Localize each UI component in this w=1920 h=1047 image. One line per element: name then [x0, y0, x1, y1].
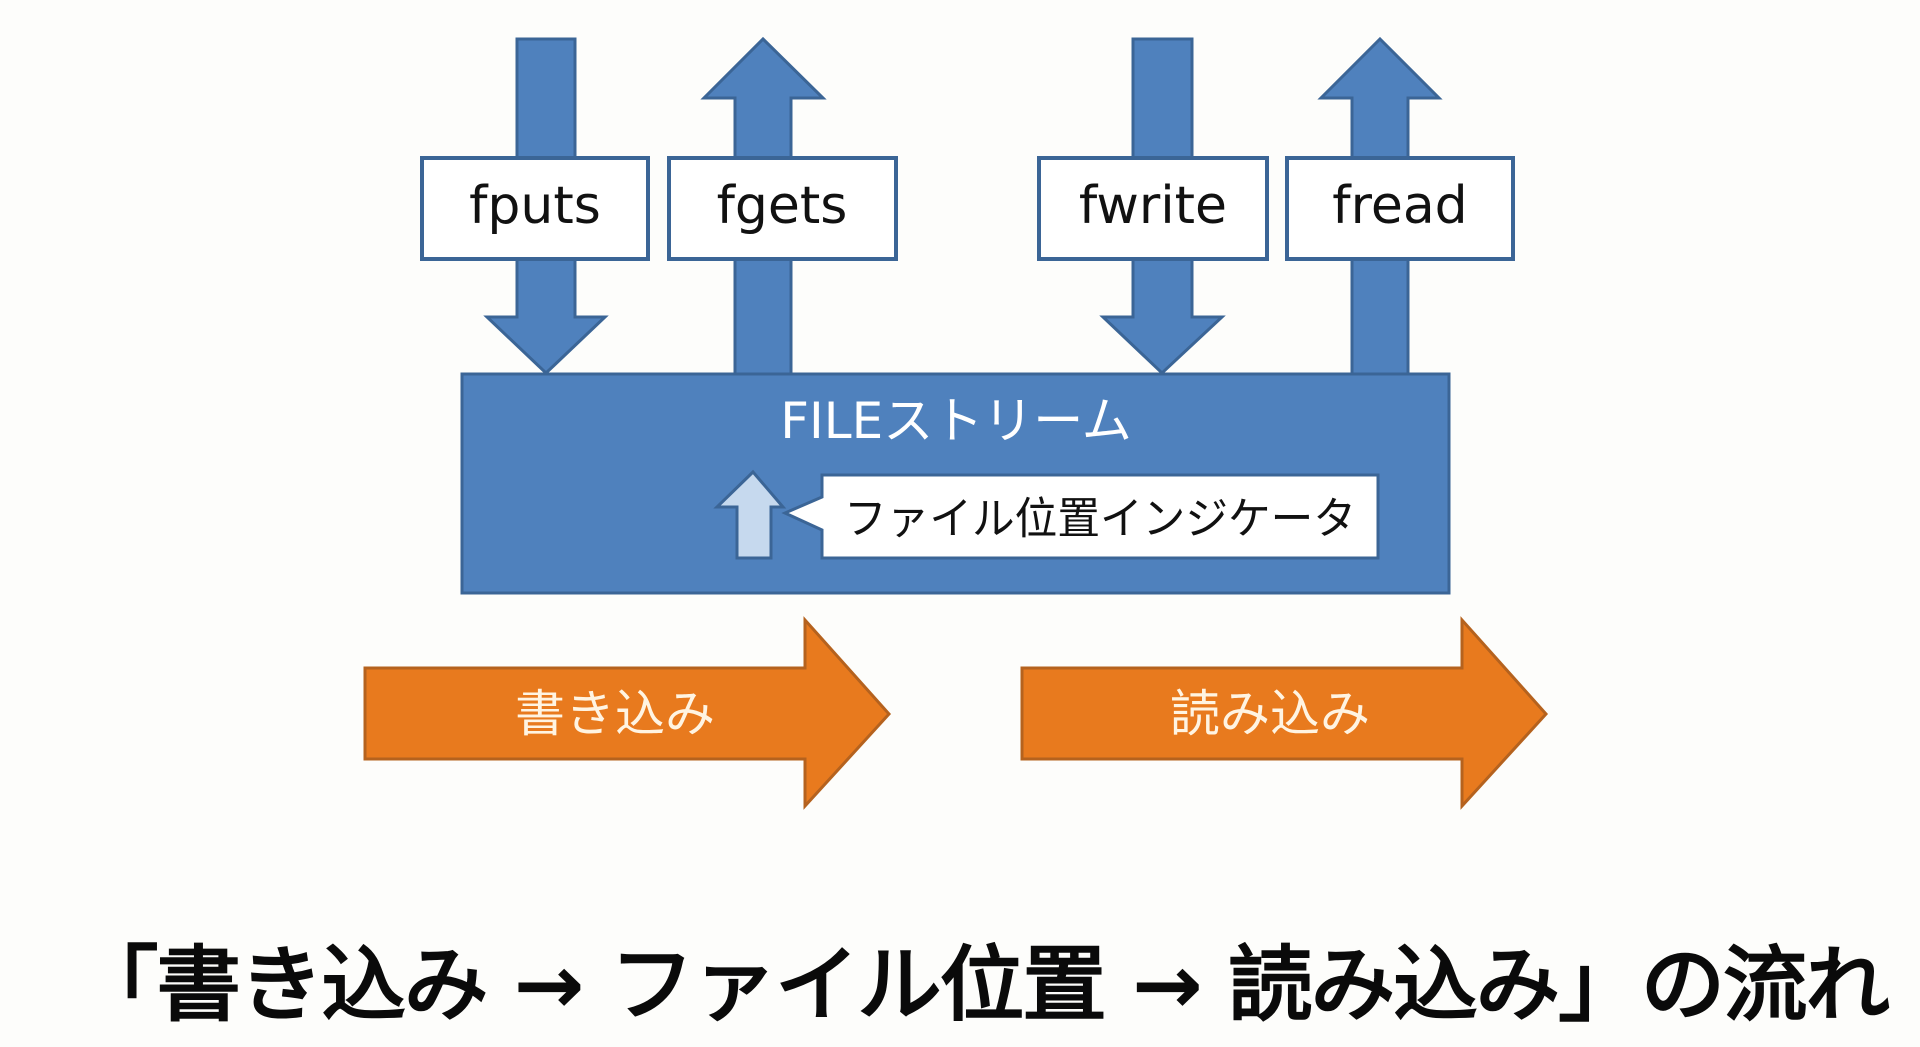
- file-stream-title: FILEストリーム: [780, 392, 1131, 450]
- fread-arrow-group: fread: [1285, 36, 1515, 376]
- read-flow-arrow: 読み込み: [1020, 616, 1549, 810]
- fwrite-arrow-group: fwrite: [1037, 37, 1269, 376]
- read-flow-label: 読み込み: [1170, 685, 1370, 743]
- fputs-arrow-group: fputs: [420, 37, 650, 376]
- file-position-indicator-arrow-icon: [713, 469, 787, 560]
- fputs-label: fputs: [469, 176, 601, 236]
- read-right-arrow-icon: [1020, 616, 1549, 810]
- indicator-callout: [781, 473, 1380, 560]
- fputs-label-box: [420, 156, 650, 261]
- fgets-arrow-group: fgets: [667, 36, 898, 376]
- fgets-label: fgets: [717, 176, 848, 236]
- file-stream-block: FILEストリーム ファイル位置インジケータ: [460, 372, 1451, 595]
- write-right-arrow-icon: [363, 616, 892, 810]
- fgets-label-box: [667, 156, 898, 261]
- write-flow-label: 書き込み: [515, 685, 715, 743]
- fwrite-label: fwrite: [1079, 176, 1227, 236]
- fread-label-box: [1285, 156, 1515, 261]
- indicator-label: ファイル位置インジケータ: [844, 494, 1356, 545]
- flow-caption: 「書き込み → ファイル位置 → 読み込み」の流れ: [74, 938, 1890, 1033]
- fwrite-label-box: [1037, 156, 1269, 261]
- fread-label: fread: [1332, 176, 1467, 236]
- write-flow-arrow: 書き込み: [363, 616, 892, 810]
